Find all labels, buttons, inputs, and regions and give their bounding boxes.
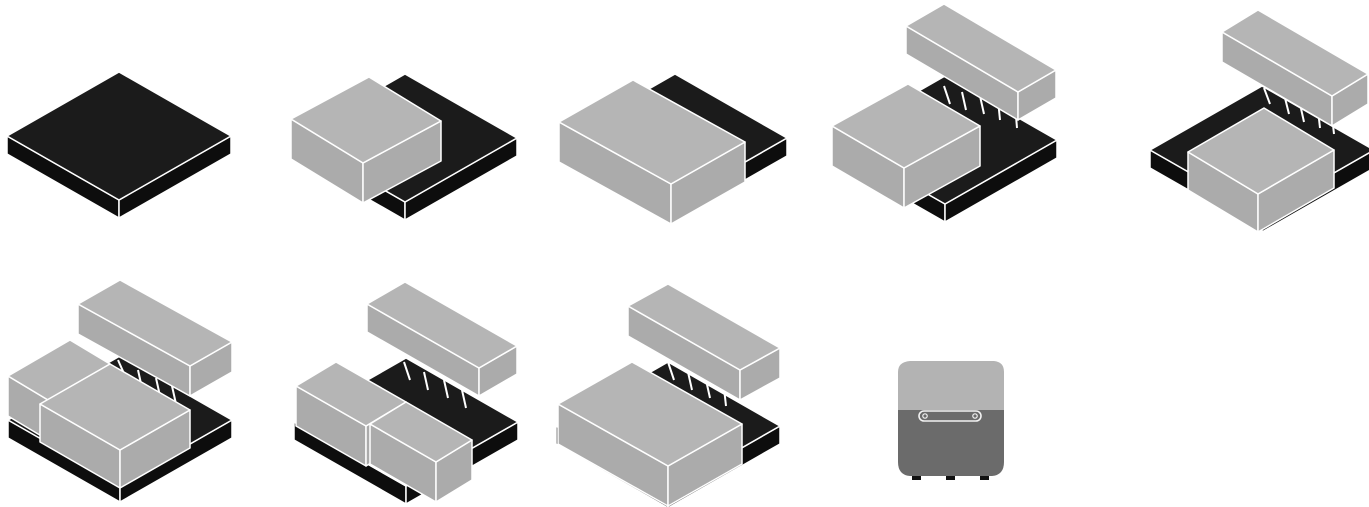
raised-block xyxy=(1221,9,1369,127)
device-foot xyxy=(980,476,989,480)
raised-block xyxy=(627,283,781,401)
large-block xyxy=(557,361,743,507)
config-small-block-raised-lid xyxy=(831,3,1058,223)
handle-rivet-right xyxy=(972,413,978,419)
handle-rivet-left xyxy=(922,413,928,419)
raised-block xyxy=(77,279,233,397)
spring-lines xyxy=(403,361,467,409)
config-small-block xyxy=(290,73,518,221)
base-slab xyxy=(6,71,232,219)
small-block xyxy=(831,83,981,209)
framed-block xyxy=(1187,107,1335,233)
right-block xyxy=(369,401,473,503)
config-framed-block-raised-lid xyxy=(1149,9,1369,233)
config-base-only xyxy=(6,71,232,219)
raised-block xyxy=(905,3,1057,121)
config-large-block-raised-lid xyxy=(555,283,781,507)
l-block-front xyxy=(39,363,191,489)
device-handle xyxy=(918,410,982,422)
config-l-shape-raised-lid xyxy=(7,279,233,503)
device-front-view xyxy=(898,361,1004,480)
small-block xyxy=(290,76,442,204)
config-large-block xyxy=(558,73,788,225)
large-block xyxy=(558,79,746,225)
raised-block xyxy=(366,281,518,397)
device-lid xyxy=(898,361,1004,410)
device-foot xyxy=(946,476,955,480)
device-body xyxy=(898,410,1004,476)
device-foot xyxy=(912,476,921,480)
config-two-blocks-raised-lid xyxy=(293,281,519,505)
